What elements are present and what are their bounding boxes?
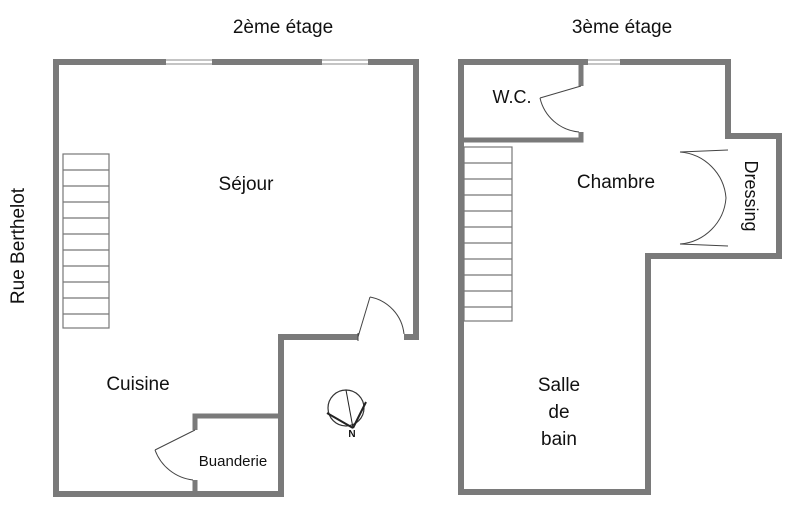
compass-icon	[326, 389, 367, 429]
room-salle-line3: bain	[541, 429, 577, 450]
floor-2-title: 2ème étage	[233, 17, 333, 38]
window-2b	[322, 59, 368, 65]
compass-north-label: N	[348, 429, 355, 440]
street-label: Rue Berthelot	[8, 187, 29, 304]
window-3	[588, 59, 620, 65]
staircase-2	[62, 153, 110, 329]
wc-door	[539, 85, 582, 133]
room-buanderie: Buanderie	[199, 453, 267, 470]
entrance-door	[357, 296, 405, 341]
window-2a	[166, 59, 212, 65]
floor-3-outer-wall	[458, 59, 782, 495]
staircase-3	[463, 146, 513, 322]
room-salle-line1: Salle	[538, 375, 580, 396]
buanderie-door	[154, 429, 196, 481]
floor-3-plan	[458, 56, 782, 495]
room-chambre: Chambre	[577, 172, 655, 193]
floor-2-plan	[53, 56, 419, 497]
floor-3-title: 3ème étage	[572, 17, 672, 38]
dressing-door	[679, 149, 729, 247]
room-sejour: Séjour	[219, 174, 275, 195]
room-cuisine: Cuisine	[106, 374, 169, 395]
room-salle-line2: de	[548, 402, 569, 423]
room-dressing: Dressing	[741, 160, 761, 231]
room-wc: W.C.	[493, 87, 532, 107]
floor-2-outer-wall	[53, 59, 419, 497]
